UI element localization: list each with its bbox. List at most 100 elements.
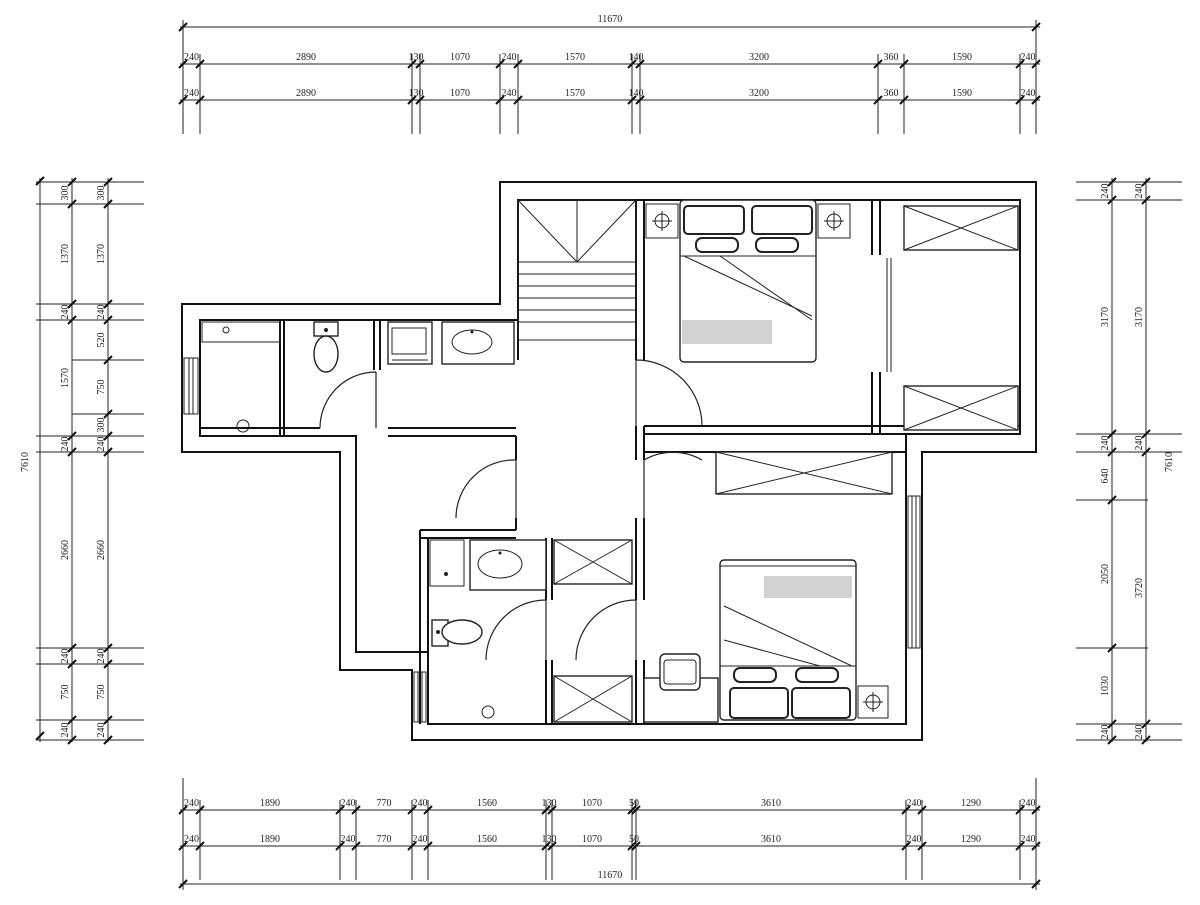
bottom-dimension-label: 240 xyxy=(184,834,199,845)
toilet-icon xyxy=(313,321,339,373)
bottom-dimension-label: 1560 xyxy=(477,834,497,845)
bedroom-1 xyxy=(645,199,1019,431)
dimension-tick xyxy=(351,805,361,815)
wardrobe-icon xyxy=(715,451,893,495)
right-dimension-label: 240 xyxy=(1100,184,1111,199)
dimension-tick xyxy=(103,199,113,209)
closets xyxy=(553,539,633,723)
top-dimension-label: 240 xyxy=(502,88,517,99)
dimension-tick xyxy=(103,177,113,187)
left-dimension-label: 750 xyxy=(60,685,71,700)
bottom-dimension-label: 240 xyxy=(341,798,356,809)
right-dimension-label: 240 xyxy=(1100,436,1111,451)
exterior-walls xyxy=(181,181,1037,741)
dimension-tick xyxy=(103,659,113,669)
left-dimension-label: 520 xyxy=(96,333,107,348)
dimension-tick xyxy=(899,59,909,69)
bottom-dimension-label: 3610 xyxy=(761,834,781,845)
dimension-tick xyxy=(1141,735,1151,745)
dimension-tick xyxy=(901,805,911,815)
top-total-dimension: 11670 xyxy=(598,14,623,25)
dimension-tick xyxy=(103,643,113,653)
top-dimension-label: 1070 xyxy=(450,52,470,63)
left-dimension-label: 240 xyxy=(60,723,71,738)
left-dimension-label: 240 xyxy=(60,305,71,320)
nightstand-lamp-icon xyxy=(857,685,889,719)
right-dimension-label: 240 xyxy=(1134,184,1145,199)
dimension-tick xyxy=(631,805,641,815)
left-dimension-label: 240 xyxy=(60,649,71,664)
bottom-dimension-label: 1560 xyxy=(477,798,497,809)
left-dimension-label: 2660 xyxy=(96,540,107,560)
bottom-dimension-label: 770 xyxy=(377,834,392,845)
top-dimension-label: 2890 xyxy=(296,88,316,99)
bottom-dimension-label: 50 xyxy=(629,834,639,845)
sink-icon xyxy=(441,321,515,365)
left-dimension-label: 1570 xyxy=(60,368,71,388)
top-dimension-label: 3200 xyxy=(749,88,769,99)
top-dimension-label: 140 xyxy=(629,88,644,99)
dimension-tick xyxy=(423,841,433,851)
top-dimension-label: 240 xyxy=(184,52,199,63)
left-dimension-label: 240 xyxy=(96,649,107,664)
dimension-tick xyxy=(1107,495,1117,505)
bottom-dimension-label: 1070 xyxy=(582,834,602,845)
dimension-tick xyxy=(103,299,113,309)
top-dimension-label: 1570 xyxy=(565,52,585,63)
left-dimension-label: 300 xyxy=(96,186,107,201)
top-dimension-label: 1590 xyxy=(952,52,972,63)
right-total-dimension: 7610 xyxy=(1164,452,1175,472)
right-dimension-label: 240 xyxy=(1134,725,1145,740)
wardrobe-icon xyxy=(903,205,1019,431)
bottom-dimension-label: 240 xyxy=(184,798,199,809)
dimension-tick xyxy=(917,841,927,851)
staircase xyxy=(517,199,637,341)
dimension-tick xyxy=(1107,643,1117,653)
bottom-dimension-label: 240 xyxy=(341,834,356,845)
dimension-tick xyxy=(195,805,205,815)
bottom-dimension-label: 1890 xyxy=(260,798,280,809)
left-dimension-label: 2660 xyxy=(60,540,71,560)
dimension-tick xyxy=(335,841,345,851)
dimension-tick xyxy=(103,315,113,325)
dimension-tick xyxy=(103,431,113,441)
dimension-tick xyxy=(1031,95,1041,105)
bathroom-left xyxy=(201,321,515,433)
top-dimension-label: 240 xyxy=(1021,88,1036,99)
dimension-tick xyxy=(547,841,557,851)
dimension-tick xyxy=(627,59,637,69)
dimension-tick xyxy=(103,355,113,365)
left-dimension-label: 750 xyxy=(96,685,107,700)
left-total-dimension: 7610 xyxy=(20,452,31,472)
bottom-dimension-label: 240 xyxy=(907,834,922,845)
dimension-tick xyxy=(635,95,645,105)
top-dimension-label: 1590 xyxy=(952,88,972,99)
dimension-tick xyxy=(1031,59,1041,69)
top-dimension-label: 240 xyxy=(1021,52,1036,63)
dimension-tick xyxy=(103,447,113,457)
nightstand-lamp-icon xyxy=(645,203,679,239)
dimension-tick xyxy=(407,805,417,815)
right-dimension-label: 240 xyxy=(1100,725,1111,740)
right-dimension-label: 2050 xyxy=(1100,564,1111,584)
right-dimension-label: 3170 xyxy=(1134,307,1145,327)
floor-drain-icon xyxy=(481,705,495,719)
top-dimension-label: 130 xyxy=(409,52,424,63)
dimension-tick xyxy=(1015,95,1025,105)
right-dimension-label: 1030 xyxy=(1100,676,1111,696)
bottom-dimension-label: 1070 xyxy=(582,798,602,809)
bottom-dimension-label: 240 xyxy=(1021,834,1036,845)
right-dimension-label: 240 xyxy=(1134,436,1145,451)
bottom-dimension-label: 240 xyxy=(1021,798,1036,809)
top-dimension-label: 1070 xyxy=(450,88,470,99)
left-dimension-label: 240 xyxy=(96,723,107,738)
dimension-tick xyxy=(635,59,645,69)
floor-drain-icon xyxy=(236,419,250,433)
right-dimension-label: 3170 xyxy=(1100,307,1111,327)
dimension-tick xyxy=(103,409,113,419)
dimension-tick xyxy=(541,805,551,815)
left-dimension-label: 300 xyxy=(60,186,71,201)
dimension-tick xyxy=(1015,59,1025,69)
bottom-dimension-label: 240 xyxy=(413,798,428,809)
bottom-dimension-label: 240 xyxy=(907,798,922,809)
